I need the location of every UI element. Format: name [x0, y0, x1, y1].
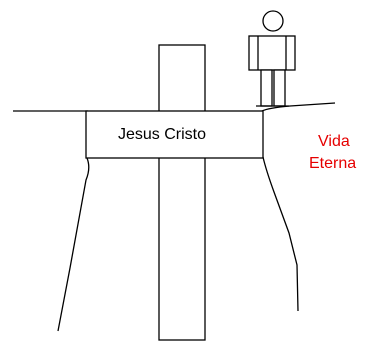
eternal-life-label-line1: Vida	[318, 133, 350, 150]
person-head	[262, 10, 284, 32]
cross-vertical-beam	[158, 44, 206, 341]
eternal-life-label-line2: Eterna	[309, 155, 356, 172]
person-right-leg	[273, 69, 286, 107]
person-left-leg	[260, 69, 273, 107]
cross-crossbar: Jesus Cristo	[85, 110, 264, 159]
person-figure	[248, 10, 296, 107]
person-body	[248, 35, 296, 71]
left-cliff	[13, 110, 90, 332]
cross-label: Jesus Cristo	[118, 126, 206, 143]
